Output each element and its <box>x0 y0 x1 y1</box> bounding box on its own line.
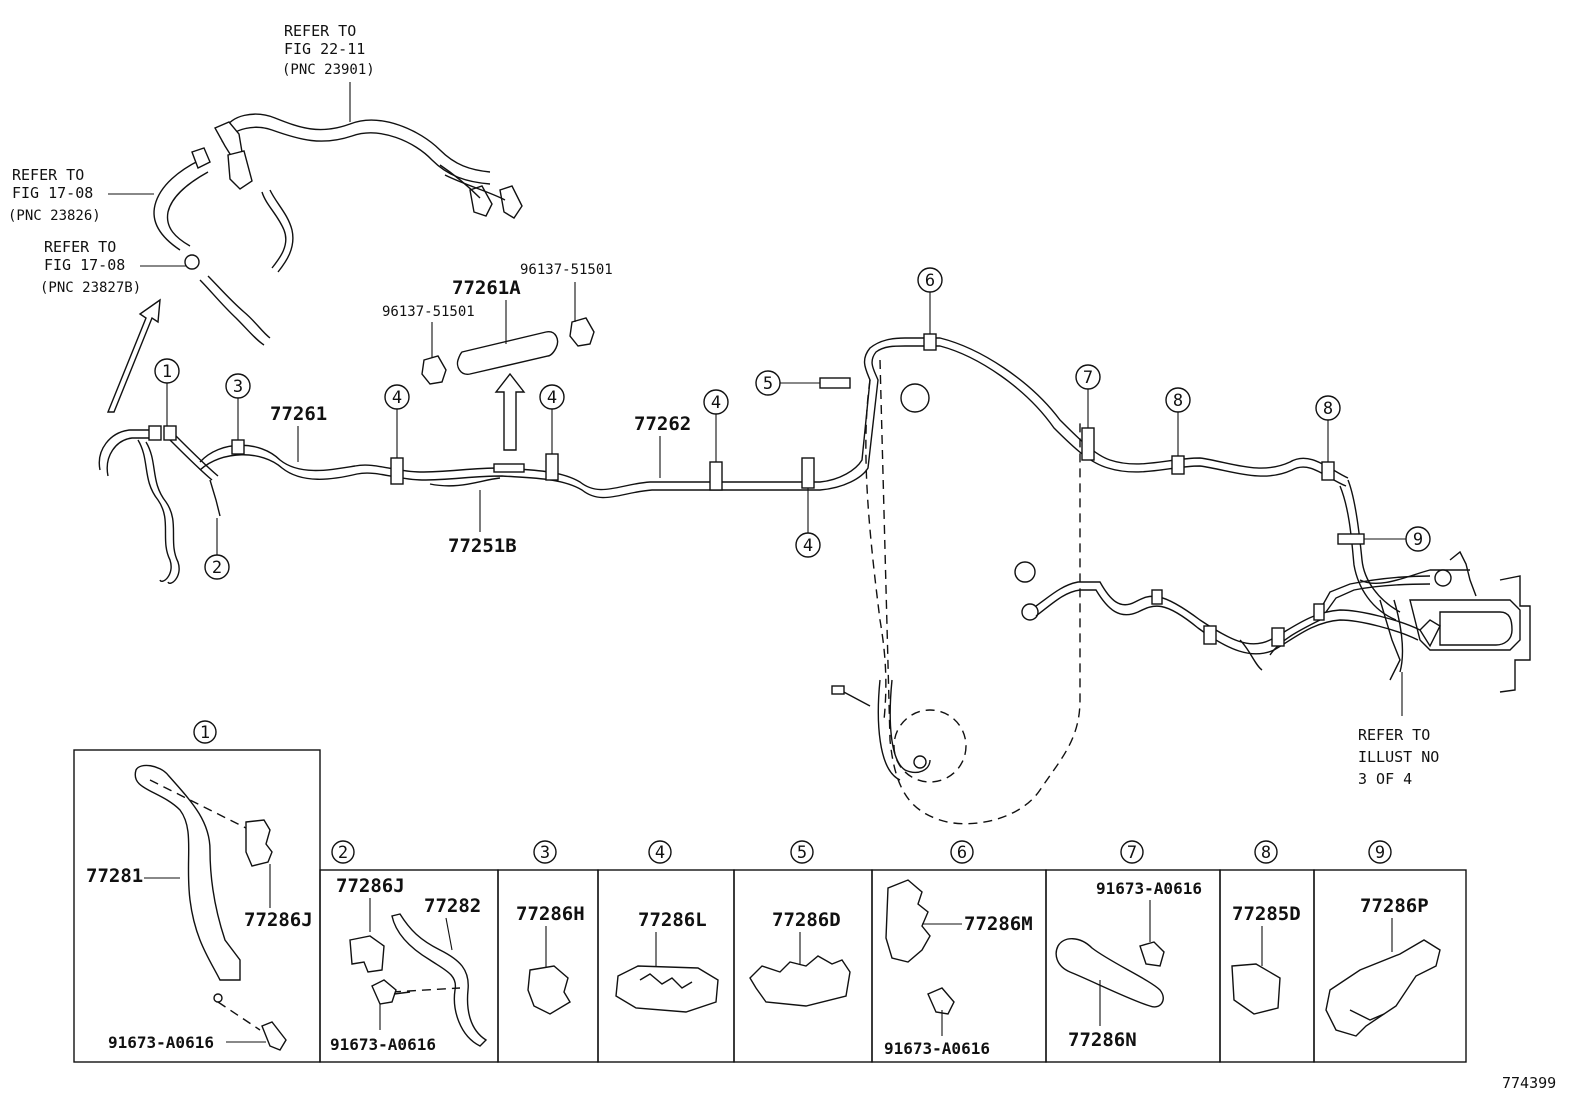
b8-77285D: 77285D <box>1232 903 1301 925</box>
callout-7: 7 <box>1075 364 1101 428</box>
b9-77286P: 77286P <box>1360 895 1429 917</box>
callout-4b: 4 <box>539 384 565 454</box>
label-77261: 77261 <box>270 403 327 425</box>
callout-8b: 8 <box>1315 395 1341 462</box>
svg-text:7: 7 <box>1083 368 1093 388</box>
ref-fig17b-line2: FIG 17-08 <box>44 256 125 274</box>
detail-box-9: 9 77286P <box>1325 840 1441 1037</box>
detail-box-4: 4 77286L <box>615 840 719 1013</box>
callout-4c: 4 <box>703 389 729 462</box>
detail-box-frames <box>319 869 1467 1063</box>
svg-text:8: 8 <box>1173 391 1183 411</box>
b7-77286N: 77286N <box>1068 1029 1137 1051</box>
b6-77286M: 77286M <box>964 913 1033 935</box>
svg-text:8: 8 <box>1323 399 1333 419</box>
b7-91673: 91673-A0616 <box>1096 879 1202 898</box>
svg-text:1: 1 <box>200 723 210 743</box>
svg-text:8: 8 <box>1261 843 1271 863</box>
callout-4d: 4 <box>795 488 821 558</box>
svg-text:7: 7 <box>1127 843 1137 863</box>
svg-text:5: 5 <box>763 374 773 394</box>
b3-77286H: 77286H <box>516 903 585 925</box>
label-96137-right: 96137-51501 <box>520 262 613 278</box>
label-77262: 77262 <box>634 413 691 435</box>
callout-6: 6 <box>917 267 943 334</box>
b6-91673: 91673-A0616 <box>884 1039 990 1058</box>
callout-9: 9 <box>1364 526 1431 552</box>
detail-box-8: 8 77285D <box>1231 840 1301 1015</box>
svg-text:6: 6 <box>957 843 967 863</box>
ref-fig22-line1: REFER TO <box>284 22 356 40</box>
callout-5: 5 <box>755 370 820 396</box>
up-arrow-icon-center <box>494 372 526 451</box>
pipe-clamps <box>148 333 1365 647</box>
fuel-inlet-hose-assembly <box>214 113 523 219</box>
label-77251B: 77251B <box>448 535 517 557</box>
b2-91673: 91673-A0616 <box>330 1035 436 1054</box>
svg-text:2: 2 <box>338 843 348 863</box>
detail-box-6: 6 77286M 91673-A0616 <box>884 840 1033 1058</box>
ref-fig17a-line2: FIG 17-08 <box>12 184 93 202</box>
up-arrow-icon-left <box>106 298 161 413</box>
svg-text:9: 9 <box>1375 843 1385 863</box>
b1-91673: 91673-A0616 <box>108 1033 214 1052</box>
svg-text:2: 2 <box>212 558 222 578</box>
svg-text:3: 3 <box>540 843 550 863</box>
reference-labels: REFER TO FIG 22-11 (PNC 23901) REFER TO … <box>8 22 1439 788</box>
left-bracket-pipes <box>98 429 221 584</box>
breather-hose <box>261 189 294 273</box>
ref-fig22-pnc: (PNC 23901) <box>282 62 375 78</box>
svg-text:5: 5 <box>797 843 807 863</box>
part-number-labels: 77261 77261A 96137-51501 96137-51501 772… <box>270 262 691 557</box>
detail-box-3: 3 77286H <box>516 840 585 1015</box>
ref-fig17a-line1: REFER TO <box>12 166 84 184</box>
svg-text:6: 6 <box>925 271 935 291</box>
callout-4a: 4 <box>384 384 410 458</box>
ref-fig22-line2: FIG 22-11 <box>284 40 365 58</box>
b5-77286D: 77286D <box>772 909 841 931</box>
detail-box-5: 5 77286D <box>749 840 851 1007</box>
callout-3: 3 <box>225 373 251 440</box>
fuel-hose-pipe-left <box>153 147 211 251</box>
b2-77286J: 77286J <box>336 875 405 897</box>
evap-hose <box>184 254 271 346</box>
callouts: 1 2 3 4 4 4 4 <box>154 267 1431 580</box>
svg-text:4: 4 <box>655 843 665 863</box>
svg-text:4: 4 <box>711 393 721 413</box>
ref-illust-line3: 3 OF 4 <box>1358 770 1412 788</box>
rear-crossmember <box>1379 550 1531 693</box>
b1-77286J: 77286J <box>244 909 313 931</box>
ref-fig17b-line1: REFER TO <box>44 238 116 256</box>
b2-77282: 77282 <box>424 895 481 917</box>
hose-77261A <box>421 317 595 385</box>
label-96137-left: 96137-51501 <box>382 304 475 320</box>
b1-77281: 77281 <box>86 865 143 887</box>
rear-pipes <box>1021 575 1431 671</box>
svg-text:3: 3 <box>233 377 243 397</box>
svg-text:4: 4 <box>547 388 557 408</box>
ref-fig17a-pnc: (PNC 23826) <box>8 208 101 224</box>
detail-box-2: 2 77286J 77282 91673-A0616 <box>330 840 488 1054</box>
svg-text:9: 9 <box>1413 530 1423 550</box>
b4-77286L: 77286L <box>638 909 707 931</box>
svg-text:4: 4 <box>803 536 813 556</box>
label-77261A: 77261A <box>452 277 521 299</box>
svg-text:1: 1 <box>162 362 172 382</box>
ref-illust-line1: REFER TO <box>1358 726 1430 744</box>
ref-illust-line2: ILLUST NO <box>1358 748 1439 766</box>
callout-1: 1 <box>154 358 180 426</box>
callout-8a: 8 <box>1165 387 1191 456</box>
figure-id: 774399 <box>1502 1074 1556 1092</box>
ref-fig17b-pnc: (PNC 23827B) <box>40 280 141 296</box>
callout-2: 2 <box>204 518 230 580</box>
fuel-tank-outline <box>831 359 1081 825</box>
detail-box-7: 7 91673-A0616 77286N <box>1055 840 1202 1051</box>
svg-text:4: 4 <box>392 388 402 408</box>
detail-box-1: 1 77281 77286J 91673-A0616 <box>73 720 321 1063</box>
